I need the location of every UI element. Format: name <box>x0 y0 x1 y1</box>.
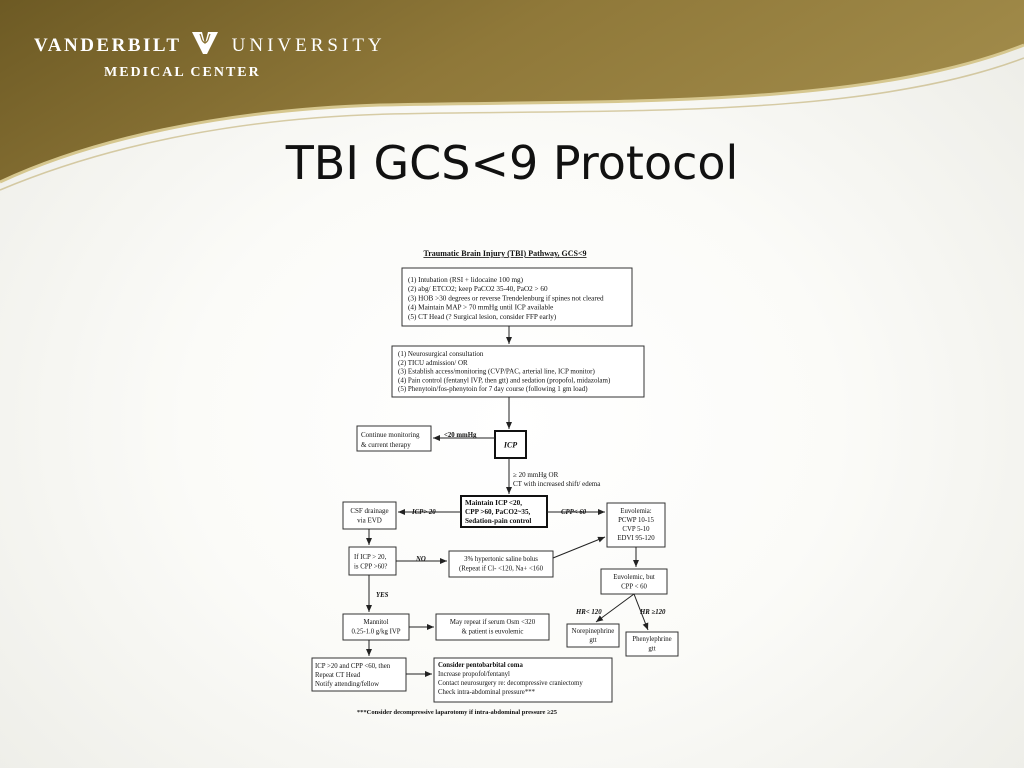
footnote: ***Consider decompressive laparotomy if … <box>357 709 558 716</box>
text-line: & current therapy <box>361 441 411 449</box>
text-line: (1) Intubation (RSI + lidocaine 100 mg) <box>408 276 524 284</box>
text-line: Norepinephrine <box>572 628 615 635</box>
icp-cpp-box <box>311 657 407 692</box>
text-line: If ICP > 20, <box>354 554 387 561</box>
maintain-targets-text: Maintain ICP <20,CPP >60, PaCO2~35,Sedat… <box>465 499 531 525</box>
text-line: (4) Maintain MAP > 70 mmHg until ICP ava… <box>408 304 553 312</box>
phenylephrine-text: Phenylephrine gtt <box>632 636 671 653</box>
text-line: & patient is euvolemic <box>462 629 524 636</box>
text-line: 3% hypertonic saline bolus <box>464 556 538 563</box>
mannitol-box <box>342 613 410 641</box>
text-line: (5) Phenytoin/fos-phenytoin for 7 day co… <box>398 385 588 393</box>
initial-management-box <box>401 267 633 327</box>
repeat-osm-box <box>435 613 550 641</box>
text-line: 0.25-1.0 g/kg IVP <box>351 629 400 636</box>
logo-university: UNIVERSITY <box>231 35 386 56</box>
text-line: CVP 5-10 <box>622 526 650 533</box>
text-line: Increase propofol/fentanyl <box>438 671 510 678</box>
text-line: (2) abg/ ETCO2; keep PaCO2 35-40, PaO2 >… <box>408 285 548 293</box>
header-band <box>0 0 1024 191</box>
arrow-saline-euvolemia <box>552 536 606 559</box>
vanderbilt-v-oak-leaf-icon <box>192 32 219 54</box>
text-line: EDVI 95-120 <box>617 535 655 542</box>
hr-ge-label: HR ≥120 <box>639 609 666 616</box>
hr-lt-label: HR< 120 <box>575 609 602 616</box>
text-line: ≥ 20 mmHg OR <box>513 471 559 479</box>
text-line: (4) Pain control (fentanyl IVP, then gtt… <box>398 376 611 384</box>
norepinephrine-text: Norepinephrine gtt <box>572 628 615 644</box>
text-line: Euvolemic, but <box>613 574 655 581</box>
no-label: NO <box>415 556 426 563</box>
text-line: gtt <box>648 646 655 653</box>
logo-vanderbilt: VANDERBILT <box>34 35 182 56</box>
text-line: Mannitol <box>364 619 389 626</box>
text-line: is CPP >60? <box>354 564 387 571</box>
text-line: via EVD <box>357 517 382 525</box>
text-line: Notify attending/fellow <box>315 681 379 688</box>
yes-label: YES <box>376 592 389 599</box>
text-line: May repeat if serum Osm <320 <box>450 619 536 626</box>
logo-text-top: VANDERBILT UNIVERSITY <box>34 30 386 57</box>
text-line: CT with increased shift/ edema <box>513 480 601 488</box>
text-line: Contact neurosurgery re: decompressive c… <box>438 680 583 687</box>
consult-admission-box <box>391 345 645 398</box>
phenylephrine-box <box>625 631 679 657</box>
initial-management-text: (1) Intubation (RSI + lidocaine 100 mg)(… <box>408 276 604 321</box>
mannitol-text: Mannitol 0.25-1.0 g/kg IVP <box>351 619 400 636</box>
icp-box <box>494 430 527 459</box>
slide-title: TBI GCS<9 Protocol <box>285 136 739 190</box>
text-line: Check intra-abdominal pressure*** <box>438 689 536 696</box>
cpp60-label: CPP< 60 <box>561 509 587 516</box>
text-line: Maintain ICP <20, <box>465 499 522 507</box>
continue-monitoring-text: Continue monitoring & current therapy <box>361 431 420 449</box>
text-line: (3) HOB >30 degrees or reverse Trendelen… <box>408 294 604 302</box>
norepinephrine-box <box>566 623 620 648</box>
text-line: (1) Neurosurgical consultation <box>398 350 484 358</box>
text-line: Consider pentobarbital coma <box>438 662 523 669</box>
if-icp-text: If ICP > 20, is CPP >60? <box>354 554 387 571</box>
icp-text: ICP <box>503 441 517 450</box>
text-line: Phenylephrine <box>632 636 671 643</box>
text-line: ICP >20 and CPP <60, then <box>315 663 391 670</box>
consult-admission-text: (1) Neurosurgical consultation(2) TICU a… <box>398 350 611 393</box>
text-line: (3) Establish access/monitoring (CVP/PAC… <box>398 368 595 376</box>
text-line: (Repeat if Cl- <120, Na+ <160 <box>459 566 544 573</box>
euvolemic-but-box <box>600 568 668 595</box>
csf-drainage-text: CSF drainage via EVD <box>350 507 388 525</box>
if-icp-box <box>348 546 397 576</box>
text-line: CPP >60, PaCO2~35, <box>465 508 531 516</box>
logo-text-bottom: MEDICAL CENTER <box>104 65 261 80</box>
text-line: Continue monitoring <box>361 431 420 439</box>
pentobarbital-box <box>433 657 613 703</box>
text-line: Sedation-pain control <box>465 517 531 525</box>
flowchart-title: Traumatic Brain Injury (TBI) Pathway, GC… <box>423 249 586 258</box>
euvolemia-box <box>606 502 666 548</box>
text-line: Euvolemia: <box>620 508 651 515</box>
repeat-osm-text: May repeat if serum Osm <320 & patient is… <box>450 619 536 636</box>
text-line: CSF drainage <box>350 507 388 515</box>
lt20-label: <20 mmHg <box>444 432 477 439</box>
arrow-but-phenyl <box>633 593 649 631</box>
continue-monitoring-box <box>356 425 432 452</box>
text-line: (5) CT Head (? Surgical lesion, consider… <box>408 313 557 321</box>
arrow-but-norepi <box>595 593 635 623</box>
text-line: Repeat CT Head <box>315 672 361 679</box>
text-line: (2) TICU admission/ OR <box>398 359 468 367</box>
text-line: PCWP 10-15 <box>618 517 654 524</box>
hypertonic-saline-box <box>448 550 554 578</box>
icp20-label: ICP> 20 <box>411 509 436 516</box>
hypertonic-saline-text: 3% hypertonic saline bolus (Repeat if Cl-… <box>459 556 544 573</box>
text-line: CPP < 60 <box>621 584 647 591</box>
text-line: gtt <box>589 637 596 644</box>
